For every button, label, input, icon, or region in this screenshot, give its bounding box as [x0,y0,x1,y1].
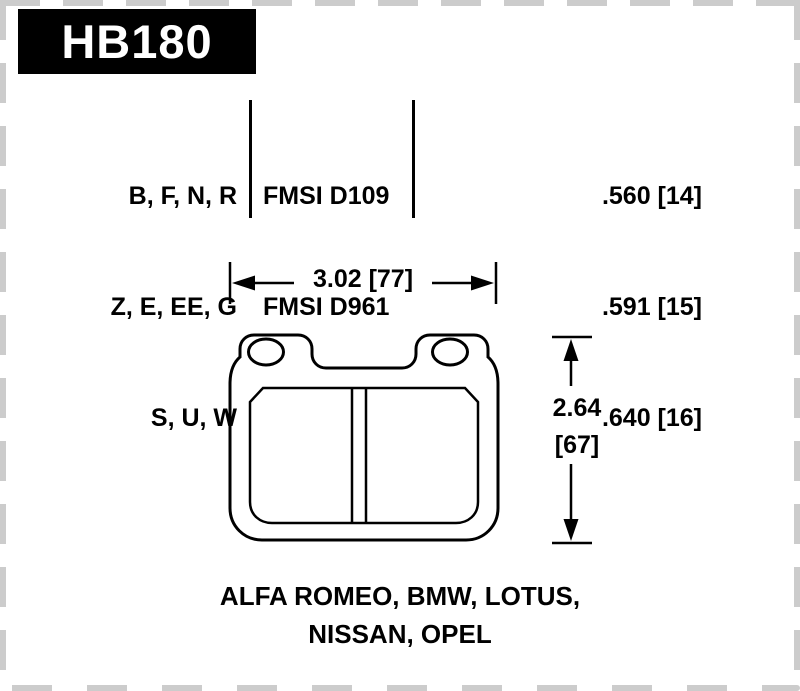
height-dimension-inches: 2.64 [552,394,602,422]
thickness-row: .591 [15] [601,293,702,321]
thickness-row: .640 [16] [601,404,702,432]
compound-row: B, F, N, R [128,182,237,210]
table-divider-right [412,100,415,218]
applications-line-1: ALFA ROMEO, BMW, LOTUS, [219,581,581,611]
fmsi-row: FMSI D961 [263,293,390,321]
pad-inner-outline [248,386,480,525]
height-arrowhead-top [563,339,579,361]
compound-row: Z, E, EE, G [110,293,237,321]
height-arrowhead-bottom [563,519,579,541]
width-dimension-label: 3.02 [77] [312,265,414,293]
width-extension-ticks [228,262,498,304]
film-edge-top [0,0,800,6]
part-number: HB180 [61,15,213,68]
width-arrowhead-right [471,275,494,291]
pad-outline [228,333,500,542]
height-dimension-label: 2.64 [67] [527,390,627,464]
left-ear-hole [247,337,285,367]
height-dimension-mm: [67] [554,431,600,459]
part-number-box: HB180 [18,9,256,74]
width-arrowhead-left [232,275,255,291]
fmsi-row: FMSI D109 [263,182,390,210]
width-dimension-arrows [228,262,498,304]
applications-line-2: NISSAN, OPEL [308,619,492,649]
thickness-row: .560 [14] [601,182,702,210]
applications: ALFA ROMEO, BMW, LOTUS, NISSAN, OPEL [0,577,800,653]
height-extension-ticks [552,335,592,545]
film-edge-left [0,0,6,691]
right-ear-hole [431,337,469,367]
film-edge-right [794,0,800,691]
film-edge-bottom [0,685,800,691]
height-dimension-arrows [552,335,592,545]
thickness-column: .560 [14] .591 [15] .640 [16] [510,104,702,511]
center-slot-line [350,388,368,523]
fmsi-column: FMSI D109 FMSI D961 [263,104,413,474]
compound-codes-column: B, F, N, R Z, E, EE, G S, U, W [20,104,237,511]
table-divider-left [249,100,252,218]
